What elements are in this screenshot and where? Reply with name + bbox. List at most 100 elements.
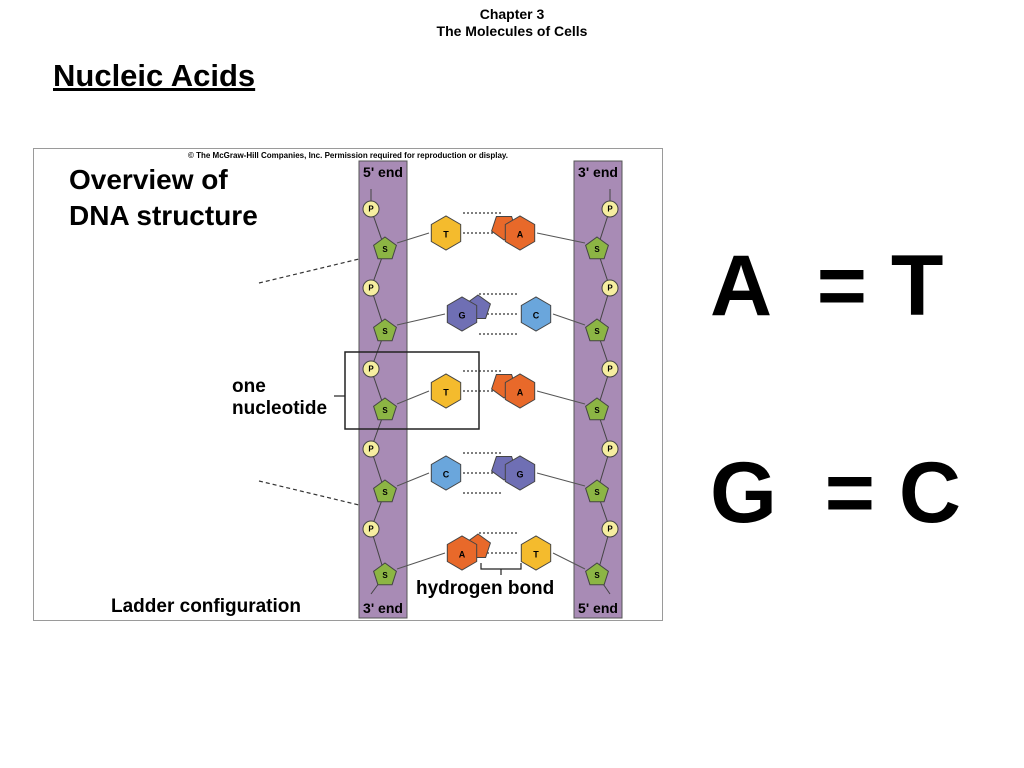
hydrogen-bond-bracket <box>480 563 522 575</box>
left-sugar <box>373 318 397 342</box>
left-glycosidic-bond <box>396 313 446 326</box>
left-base-A-label: A <box>459 549 466 559</box>
left-phosphate-label: P <box>368 525 374 534</box>
right-sugar <box>585 318 609 342</box>
rule2-right: C <box>898 445 961 541</box>
left-base-T-ring6 <box>430 215 462 251</box>
left-sugar-label: S <box>382 406 388 415</box>
left-sugar-label: S <box>382 245 388 254</box>
left-base-C-ring6 <box>430 455 462 491</box>
right-phosphate <box>601 279 619 297</box>
left-backbone <box>358 160 408 619</box>
right-base-T-ring6 <box>520 535 552 571</box>
left-glycosidic-bond <box>396 390 430 405</box>
left-base-G-ring6 <box>446 296 478 332</box>
right-phosphate <box>601 200 619 218</box>
pairing-rule-at: A = T <box>710 243 943 329</box>
right-base-G-ring6 <box>504 455 536 491</box>
right-base-G-label: G <box>516 469 523 479</box>
right-base-C-ring6 <box>520 296 552 332</box>
figure-title-line2: DNA structure <box>69 200 258 231</box>
left-base-T-label: T <box>443 387 449 397</box>
rule1-left: A <box>710 238 769 334</box>
right-phosphate-label: P <box>607 365 613 374</box>
left-sugar <box>373 479 397 503</box>
left-phosphate <box>362 520 380 538</box>
left-base-G-label: G <box>458 310 465 320</box>
right-phosphate-label: P <box>607 205 613 214</box>
right-phosphate-label: P <box>607 525 613 534</box>
rule1-right: T <box>890 238 944 334</box>
left-glycosidic-bond <box>396 232 430 244</box>
rule1-sign: = <box>816 238 867 334</box>
left-sugar-label: S <box>382 488 388 497</box>
left-phosphate-label: P <box>368 205 374 214</box>
left-sugar-label: S <box>382 571 388 580</box>
dna-figure: © The McGraw-Hill Companies, Inc. Permis… <box>33 148 663 621</box>
right-phosphate-label: P <box>607 284 613 293</box>
left-phosphate <box>362 279 380 297</box>
rule2-sign: = <box>824 445 875 541</box>
rule2-left: G <box>710 445 777 541</box>
left-top-end-label: 5' end <box>363 164 403 180</box>
right-base-A-ring6 <box>504 215 536 251</box>
right-phosphate <box>601 520 619 538</box>
left-base-T-label: T <box>443 229 449 239</box>
right-base-T-label: T <box>533 549 539 559</box>
base-pair-layer: T A G C T A C G A T <box>396 212 586 571</box>
slide-title: Nucleic Acids <box>53 58 256 93</box>
right-sugar <box>585 397 609 421</box>
left-base-T-ring6 <box>430 373 462 409</box>
chapter-number: Chapter 3 <box>479 6 545 22</box>
right-sugar-label: S <box>594 571 600 580</box>
left-phosphate-label: P <box>368 365 374 374</box>
right-sugar-label: S <box>594 406 600 415</box>
one-nucleotide-line1: one <box>232 376 266 397</box>
right-sugar <box>585 479 609 503</box>
lower-pointer-line <box>258 480 360 506</box>
left-base-A-ring6 <box>446 535 478 571</box>
nucleotide-box <box>344 351 480 430</box>
right-phosphate <box>601 440 619 458</box>
left-phosphate <box>362 360 380 378</box>
left-phosphate <box>362 440 380 458</box>
left-glycosidic-bond <box>396 472 430 487</box>
hydrogen-bond-label: hydrogen bond <box>416 578 554 599</box>
dna-structure-diagram: © The McGraw-Hill Companies, Inc. Permis… <box>69 151 623 619</box>
left-sugar <box>373 397 397 421</box>
right-base-A-ring6 <box>504 373 536 409</box>
ladder-configuration-label: Ladder configuration <box>111 596 301 617</box>
left-bottom-end-label: 3' end <box>363 600 403 616</box>
left-sugar <box>373 562 397 586</box>
right-sugar-label: S <box>594 245 600 254</box>
right-sugar <box>585 236 609 260</box>
right-sugar-label: S <box>594 488 600 497</box>
right-base-A-label: A <box>517 387 524 397</box>
left-phosphate-label: P <box>368 284 374 293</box>
upper-pointer-line <box>258 258 360 284</box>
right-glycosidic-bond <box>536 472 586 487</box>
one-nucleotide-line2: nucleotide <box>232 398 327 419</box>
right-glycosidic-bond <box>552 552 586 570</box>
right-glycosidic-bond <box>552 313 586 326</box>
figure-copyright: © The McGraw-Hill Companies, Inc. Permis… <box>188 151 508 160</box>
left-base-C-label: C <box>443 469 450 479</box>
left-glycosidic-bond <box>396 552 446 570</box>
right-backbone <box>573 160 623 619</box>
right-sugar-label: S <box>594 327 600 336</box>
chapter-subtitle: The Molecules of Cells <box>436 23 588 39</box>
right-base-A-label: A <box>517 229 524 239</box>
right-top-end-label: 3' end <box>578 164 618 180</box>
chapter-header: Chapter 3 The Molecules of Cells <box>0 6 1024 40</box>
right-phosphate <box>601 360 619 378</box>
right-sugar <box>585 562 609 586</box>
right-glycosidic-bond <box>536 390 586 405</box>
right-phosphate-label: P <box>607 445 613 454</box>
right-base-C-label: C <box>533 310 540 320</box>
left-phosphate <box>362 200 380 218</box>
figure-title-line1: Overview of <box>69 164 228 195</box>
right-bottom-end-label: 5' end <box>578 600 618 616</box>
left-sugar <box>373 236 397 260</box>
left-phosphate-label: P <box>368 445 374 454</box>
